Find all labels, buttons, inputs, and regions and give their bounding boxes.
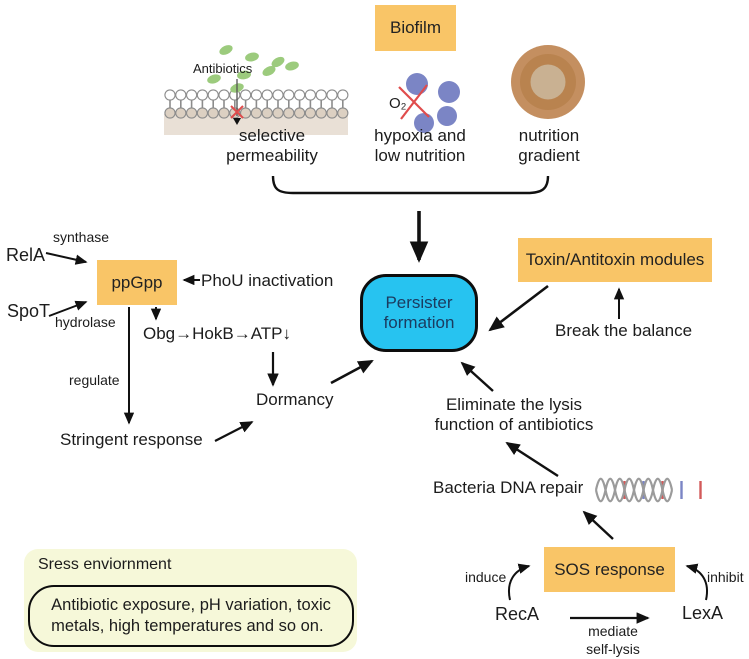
synthase-label: synthase [53, 229, 110, 245]
nutrition-gradient-label: nutrition gradient [518, 126, 580, 165]
phou-inactivation-label: PhoU inactivation [201, 271, 334, 290]
arrow-lexa-to-sos [685, 563, 708, 601]
diagram-arrows [45, 211, 708, 624]
rela-label: RelA [6, 245, 46, 265]
induce-label: induce [465, 569, 507, 585]
persister-formation-box: Persister formation [360, 274, 478, 352]
dormancy-label: Dormancy [256, 390, 334, 409]
toxin-antitoxin-label: Toxin/Antitoxin modules [525, 250, 705, 269]
eliminate-lysis-label: Eliminate the lysis function of antibiot… [434, 395, 594, 434]
break-the-balance-label: Break the balance [555, 321, 693, 340]
persister-formation-label: Persister formation [383, 293, 455, 332]
ppgpp-label: ppGpp [111, 272, 163, 292]
arrow-spot-to-ppgpp [48, 300, 88, 317]
arrow-dormancy-to-persister [330, 359, 374, 385]
hypoxia-label: hypoxia and low nutrition [374, 126, 466, 165]
membrane-illustration [164, 89, 349, 135]
antibiotics-label: Antibiotics [193, 61, 253, 76]
regulate-label: regulate [69, 372, 120, 388]
antibiotics-blocked-pointer [230, 79, 244, 125]
stringent-response-label: Stringent response [60, 430, 203, 449]
dna-helix-illustration [594, 477, 702, 503]
toxin-antitoxin-box: Toxin/Antitoxin modules [518, 238, 712, 282]
arrow-eliminate-to-persister [460, 361, 494, 392]
arrow-dna-to-eliminate [505, 441, 559, 478]
reca-label: RecA [495, 604, 540, 624]
nutrition-gradient-illustration [511, 45, 585, 119]
ppgpp-box: ppGpp [97, 260, 177, 305]
arrow-toxin-to-persister [488, 284, 549, 332]
arrow-sos-to-dna [582, 510, 614, 540]
selective-permeability-label: selective permeability [226, 126, 318, 165]
biofilm-label: Biofilm [389, 18, 441, 37]
hydrolase-label: hydrolase [55, 314, 116, 330]
arrow-stringent-to-dormancy [214, 421, 254, 442]
lexa-label: LexA [682, 603, 724, 623]
obg-hokb-atp-label: Obg→HokB→ATP↓ [143, 324, 292, 343]
sos-response-label: SOS response [554, 559, 665, 579]
sos-response-box: SOS response [544, 547, 675, 592]
o2-label: O₂ [389, 95, 407, 112]
arrow-rela-to-ppgpp [45, 252, 88, 265]
stress-environment-title: Sress enviornment [38, 556, 172, 573]
biofilm-box: Biofilm [375, 5, 456, 51]
arrow-reca-to-sos [508, 563, 531, 601]
mediate-self-lysis-label: mediate self-lysis [586, 623, 640, 657]
stress-examples-box: Antibiotic exposure, pH variation, toxic… [28, 585, 354, 647]
stress-examples-text: Antibiotic exposure, pH variation, toxic… [51, 595, 331, 635]
spot-label: SpoT [7, 301, 51, 321]
hypoxia-illustration [398, 73, 460, 133]
brace-bracket [271, 175, 550, 195]
inhibit-label: inhibit [707, 569, 744, 585]
bacteria-dna-repair-label: Bacteria DNA repair [433, 478, 584, 497]
